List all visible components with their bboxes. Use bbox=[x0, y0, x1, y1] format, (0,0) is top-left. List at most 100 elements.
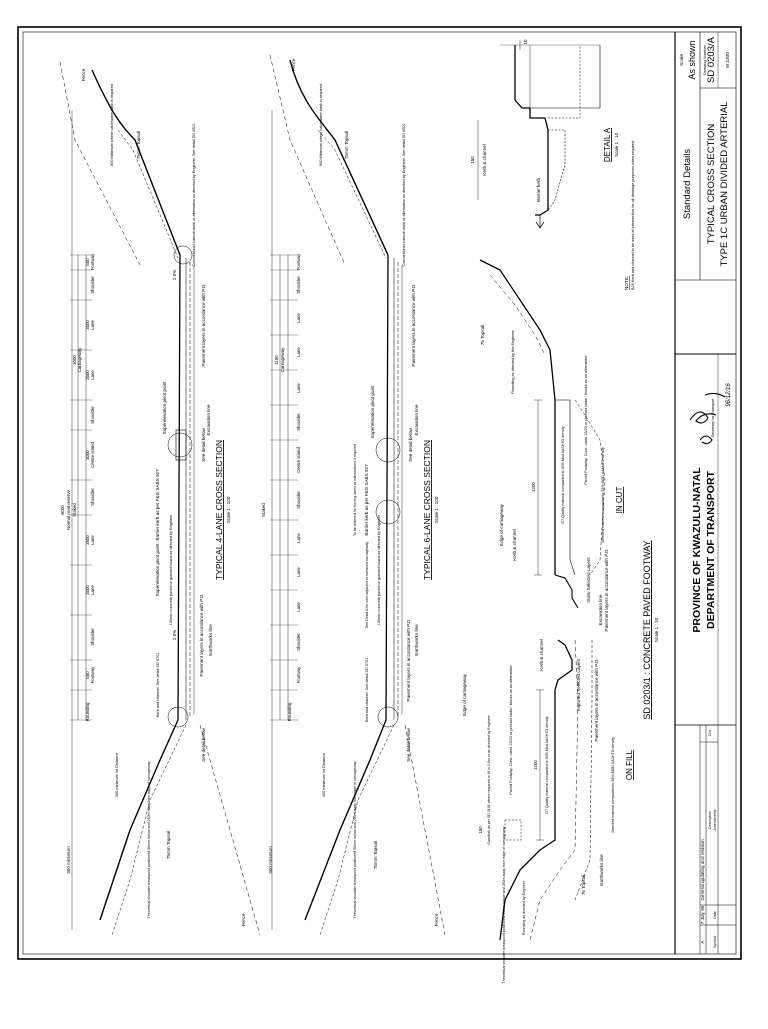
four-lane-lane-6: Centre island bbox=[90, 442, 95, 468]
six-lane-see-detail: See detail below bbox=[408, 427, 413, 461]
six-lane-lane-11: Lane bbox=[296, 602, 301, 612]
detail-a-title: DETAIL A bbox=[603, 127, 612, 162]
six-lane-lane-13: Footway bbox=[296, 666, 301, 683]
four-lane-dim-9: 3500 bbox=[85, 585, 90, 595]
four-lane-road-reserve-sub: Staked bbox=[72, 503, 77, 517]
four-lane-rounding: Rounding bbox=[85, 702, 90, 721]
six-lane-see-detail-a: See Detail A for kerb adjacent to surfac… bbox=[365, 542, 369, 629]
six-lane-lane-1: Footway bbox=[296, 253, 301, 270]
four-lane-carriageway: Carriageway bbox=[77, 347, 82, 372]
six-lane-cut-min: 600 Minimum where catchwater bank is req… bbox=[319, 84, 323, 166]
scale-label: Scale bbox=[679, 54, 685, 66]
four-lane-shoulder-note: Theoretical shoulder breakpoint position… bbox=[147, 761, 151, 918]
six-lane-topsoil: 75mm Topsoil bbox=[344, 131, 349, 159]
four-lane-lane-7: Shoulder bbox=[90, 488, 95, 506]
detail-a-dim: 150 bbox=[470, 156, 475, 164]
four-lane-see-detail: See detail below bbox=[201, 427, 206, 461]
detail-a-barrier-kerb: Barrier kerb bbox=[536, 178, 541, 202]
rev-row-date: 7 July 95 bbox=[700, 905, 705, 924]
drawing-number: SD 0203/A bbox=[706, 36, 717, 83]
footway-cut-pavement: Pavement layers in accordance with P.D. bbox=[604, 548, 609, 631]
four-lane-superelevation-bottom: Superelevation pivot point bbox=[155, 543, 160, 597]
six-lane-lane-8: Shoulder bbox=[296, 491, 301, 509]
four-lane-min-dist: 300 minimum bbox=[66, 846, 71, 874]
four-lane-dim-8: 3500 bbox=[85, 535, 90, 545]
four-lane-lane-9: Lane bbox=[90, 585, 95, 595]
four-lane-road-reserve: Normal road reserve bbox=[66, 489, 71, 530]
four-lane-lane-10: Shoulder bbox=[90, 628, 95, 646]
footway-fill-earthworks: Earthworks line bbox=[599, 854, 604, 886]
six-lane-lane-4: Lane bbox=[296, 347, 301, 357]
four-lane-lane-1: Footway bbox=[90, 253, 95, 270]
footway-cut-g7: G7 Quality material compacted to 93% Mod… bbox=[561, 426, 565, 524]
four-lane-barrier-kerb: Barrier kerb as per F&G SABS 927 bbox=[155, 469, 160, 541]
six-lane-pavement-top: Pavement layers in accordance with P.D. bbox=[411, 283, 416, 366]
four-lane-pavement-bottom: Pavement layers in accordance with P.D. bbox=[199, 593, 204, 676]
footway-cut-paved: Paved Footway: Conc. class 15/20 or prec… bbox=[584, 355, 588, 484]
six-lane-lane-9: Lane bbox=[296, 533, 301, 543]
rev-description-header: Description bbox=[708, 811, 712, 829]
six-lane-subsoil: Conventional subsoil drain or alternativ… bbox=[402, 123, 406, 266]
four-lane-concrete-paved: 100mm concrete paved or grassed island a… bbox=[169, 514, 173, 625]
series-title: Standard Details bbox=[682, 149, 693, 219]
inner-border bbox=[22, 31, 737, 955]
footway-cut-insitu: Insitu Selected Layers bbox=[586, 557, 591, 603]
footway-fill-dim-150: 150 bbox=[478, 826, 483, 834]
six-lane-lane-5: Lane bbox=[296, 383, 301, 393]
footway-cut-excavation: Excavation line bbox=[598, 594, 603, 625]
six-lane-rounding: Rounding bbox=[287, 702, 292, 721]
six-lane-lane-7: Centre island bbox=[296, 447, 301, 473]
footway-fill-imported: Imported Selected Layers bbox=[576, 658, 581, 711]
scale-value: As shown bbox=[687, 40, 697, 79]
four-lane-fence-bottom: Fence bbox=[241, 913, 246, 926]
footway-fill-selected: Selected material compacted to 93% MOD A… bbox=[611, 737, 615, 833]
four-lane-topsoil: 75mm Topsoil bbox=[136, 131, 141, 159]
signature-date: 96/12/16 bbox=[726, 383, 732, 407]
footway-fill-paved: Paved Footway: Conc. class 15/20 or prec… bbox=[509, 665, 513, 794]
four-lane-fill-min: 300 minimum for Distance bbox=[115, 753, 119, 797]
rev-by-header: Chk bbox=[708, 730, 712, 737]
six-lane-lane-3: Lane bbox=[296, 313, 301, 323]
four-lane-subsoil: Conventional subsoil drain or alternativ… bbox=[192, 123, 196, 266]
rev-amendments-label: Amendments bbox=[713, 809, 717, 830]
six-lane-fill-min: 300 minimum for Distance bbox=[322, 753, 326, 797]
footway-fill-pavement: Pavement layers in accordance with P.D. bbox=[594, 658, 599, 741]
rev-date-header: Date bbox=[713, 911, 717, 919]
detail-a-note-title: NOTE: bbox=[624, 276, 629, 290]
sheet-ref: M 2300 bbox=[725, 52, 731, 68]
four-lane-lane-4: Lane bbox=[90, 370, 95, 380]
six-lane-see-detail-below: See detail below bbox=[406, 727, 411, 761]
six-lane-lane-12: Shoulder bbox=[296, 633, 301, 651]
four-lane-see-detail-below: See detail below bbox=[201, 727, 206, 761]
six-lane-scale: Scale 1 : 100 bbox=[434, 496, 439, 523]
detail-a-kerb-channel: Kerb & channel bbox=[482, 144, 487, 175]
footway-fill-guardrail: Guardrail as per SD 1101 where required … bbox=[487, 714, 491, 844]
six-lane-lane-10: Lane bbox=[296, 567, 301, 577]
four-lane-road-reserve-width: 6000 bbox=[60, 505, 65, 515]
four-lane-earthworks: Earthworks line bbox=[208, 624, 213, 656]
six-lane-fence-top: Fence bbox=[291, 58, 296, 71]
drawing-title-line2: TYPE 1C URBAN DIVIDED ARTERIAL bbox=[719, 101, 730, 266]
footway-cut-title: IN CUT bbox=[615, 487, 624, 514]
detail-a: 150 10 Kerb & channel Barrier kerb DETAI… bbox=[470, 39, 635, 290]
four-lane-lane-11: Footway bbox=[90, 666, 95, 683]
rev-row-symbol: A bbox=[700, 940, 705, 944]
signatory: Secretary for Transport bbox=[711, 398, 715, 438]
title-block: Scale As shown Drawing Number SD 0203/A … bbox=[674, 32, 736, 954]
six-lane-concrete-paved: 100mm concrete paved or grassed island a… bbox=[377, 514, 381, 625]
six-lane-excavation: Excavation line bbox=[414, 404, 419, 435]
outer-border bbox=[17, 26, 742, 960]
six-lane-pavement-bottom: Pavement layers in accordance with P.D. bbox=[406, 618, 411, 701]
four-lane-slope-top: 2.0% bbox=[172, 270, 177, 280]
four-lane-kerb-channel: Kerb and channel. See detail SD 0701 bbox=[156, 653, 160, 718]
footway-on-fill: 1200 150 Edge of carriageway Paved Footw… bbox=[462, 639, 634, 983]
six-lane-shoulder-note: Theoretical shoulder breakpoint position… bbox=[353, 761, 357, 918]
four-lane-fill-topsoil: 75mm Topsoil bbox=[166, 831, 171, 859]
footway-fill-shoulder-note: Theoretical shoulder breakpoint position… bbox=[502, 826, 506, 983]
four-lane-lane-3: Lane bbox=[90, 320, 95, 330]
detail-a-note: B25 Kerb and channel to be used at inter… bbox=[631, 141, 635, 290]
province-name: PROVINCE OF KWAZULU-NATAL bbox=[691, 467, 703, 633]
six-lane-fill-topsoil: 75mm Topsoil bbox=[373, 841, 378, 869]
four-lane-superelevation-top: Superelevation pivot point bbox=[162, 381, 167, 435]
